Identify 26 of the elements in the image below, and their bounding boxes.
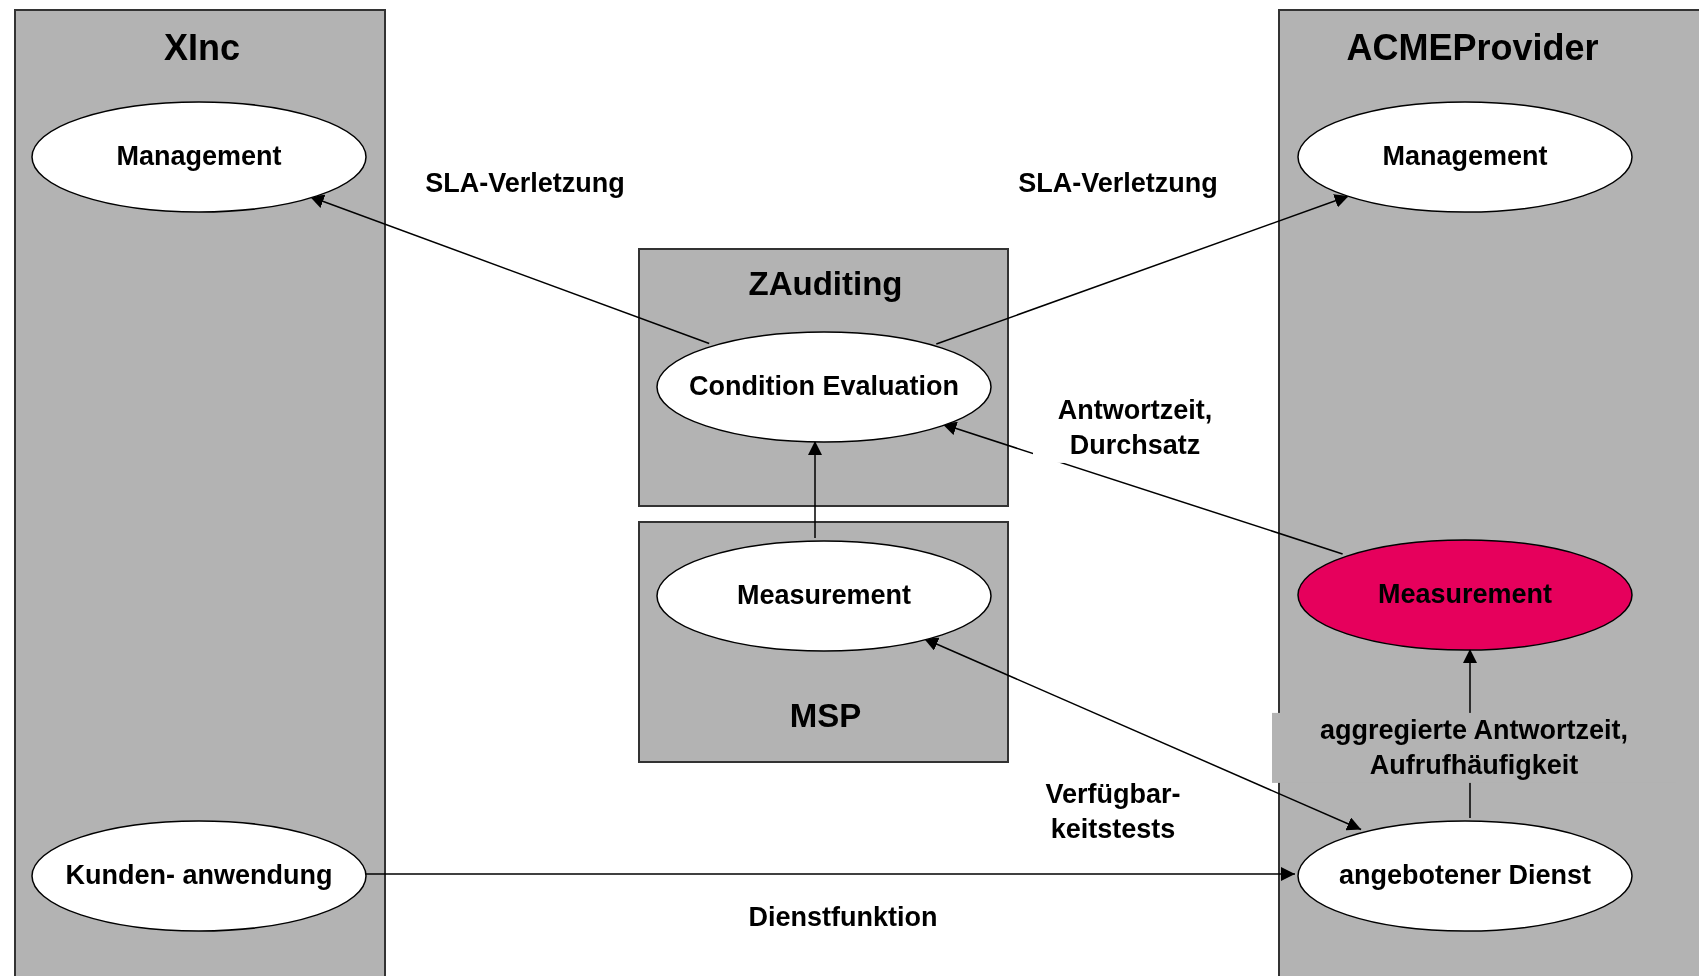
node-label: Condition Evaluation [688,370,960,404]
organization-band [1278,9,1699,976]
node-label: Management [1381,140,1549,174]
ellipse-node [1297,101,1633,213]
ellipse-node [656,331,992,443]
node-label: Kunden- anwendung [64,859,334,893]
arrow [309,194,710,345]
node-label: Measurement [735,579,913,613]
box-title: XInc [163,25,241,70]
box-title: ACMEProvider [1345,25,1600,70]
node-label: Management [115,140,283,174]
component-box [638,248,1009,507]
highlighted-ellipse [1297,539,1633,651]
node-label: Measurement [1376,578,1554,612]
component-box [638,521,1009,763]
ellipse-node [31,820,367,932]
arrow [935,194,1350,345]
ellipse-node [1297,820,1633,932]
box-title: MSP [788,695,863,736]
ellipse-node [31,101,367,213]
arrow [923,637,1362,831]
organization-band [14,9,386,976]
ellipse-node [656,540,992,652]
box-title: ZAuditing [747,263,904,304]
node-label: angebotener Dienst [1337,859,1592,893]
arrow [808,440,822,539]
